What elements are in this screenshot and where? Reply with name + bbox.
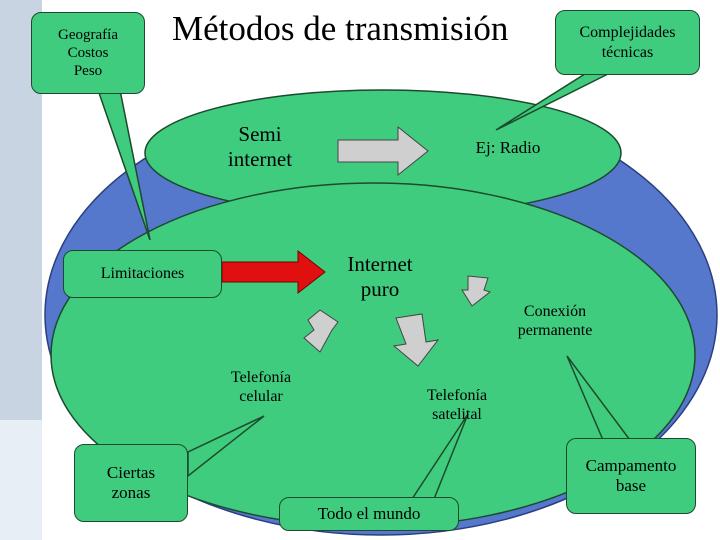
node-ej-radio: Ej: Radio [475, 138, 541, 157]
callout-campamento: Campamento base [566, 438, 696, 514]
ciertas-zonas-callout-pointer [187, 415, 265, 478]
node-telefonia-celular: Telefonía celular [230, 369, 292, 406]
arrow-down-center [392, 313, 440, 367]
callout-todo-el-mundo: Todo el mundo [279, 497, 459, 531]
node-internet-puro: Internet puro [347, 252, 413, 302]
arrow-down-right [461, 275, 492, 307]
callout-ciertas-zonas: Ciertas zonas [74, 444, 188, 522]
callout-complejidades: Complejidades técnicas [555, 10, 700, 75]
slide-title: Métodos de transmisión [172, 9, 509, 48]
node-telefonia-satelital: Telefonía satelital [426, 387, 488, 424]
callout-geografia: Geografía Costos Peso [31, 12, 145, 94]
callout-limitaciones: Limitaciones [63, 250, 222, 298]
arrow-down-left [303, 309, 339, 353]
block-arrow-right [337, 125, 429, 177]
left-photo-strip-snow [0, 420, 42, 540]
red-arrow-right [221, 249, 326, 295]
node-conexion-permanente: Conexión permanente [517, 303, 593, 340]
node-semi-internet: Semi internet [227, 122, 293, 172]
